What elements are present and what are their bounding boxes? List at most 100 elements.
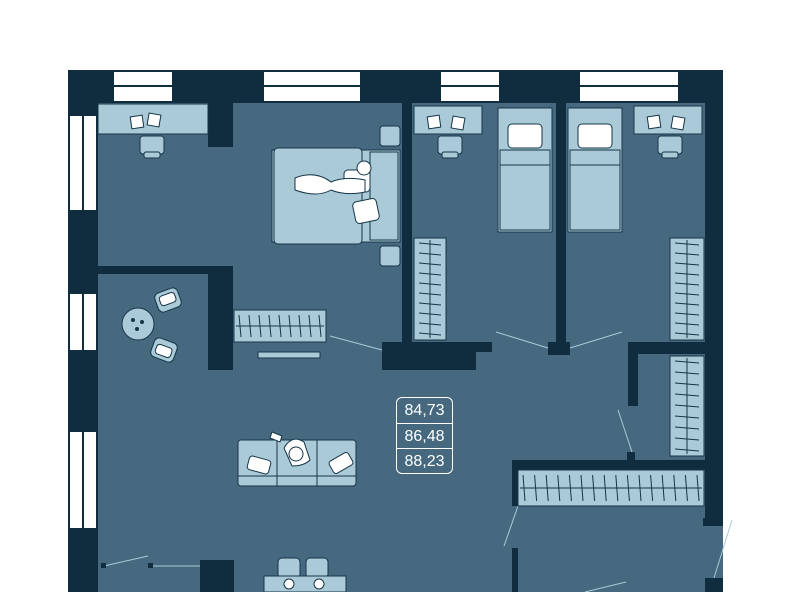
door-living-tv bbox=[329, 335, 383, 351]
door-lower-room bbox=[503, 505, 519, 547]
hanger-line bbox=[674, 262, 700, 266]
hanger-line bbox=[522, 474, 526, 502]
hanger-line bbox=[674, 415, 700, 419]
hanger-line bbox=[674, 426, 700, 430]
hanger-line bbox=[674, 448, 700, 452]
interior-walls bbox=[98, 103, 723, 592]
sofa-icon bbox=[237, 431, 357, 487]
armchair-icon bbox=[154, 287, 182, 313]
door-kids-left bbox=[495, 331, 549, 349]
area-value: 84,73 bbox=[404, 402, 445, 419]
hanger-line bbox=[258, 314, 262, 338]
hanger-line bbox=[674, 404, 700, 408]
hanger-line bbox=[418, 262, 442, 266]
desk-icon bbox=[97, 103, 209, 159]
wardrobe-icon bbox=[669, 355, 705, 457]
wall-living-right bbox=[208, 266, 233, 370]
wall-lower-room-left-2 bbox=[512, 548, 518, 592]
window-left-2 bbox=[70, 294, 96, 350]
hanger-line bbox=[418, 312, 442, 316]
window-left-1 bbox=[70, 116, 96, 210]
hanger-line bbox=[278, 314, 282, 338]
wall-lower-room-left bbox=[512, 460, 518, 506]
hanger-line bbox=[418, 292, 442, 296]
door-entrance bbox=[103, 555, 149, 567]
hanger-line bbox=[661, 474, 665, 502]
area-label: 84,73 86,48 88,23 bbox=[396, 397, 453, 474]
hanger-line bbox=[418, 302, 442, 306]
person-icon bbox=[294, 160, 372, 195]
chair-icon bbox=[437, 135, 463, 159]
hanger-line bbox=[674, 272, 700, 276]
hanger-line bbox=[638, 474, 642, 502]
hanger-line bbox=[418, 282, 442, 286]
wardrobe-icon bbox=[669, 237, 705, 341]
hanger-line bbox=[615, 474, 619, 502]
hanger-line bbox=[308, 314, 312, 338]
hanger-line bbox=[674, 371, 700, 375]
hanger-line bbox=[674, 302, 700, 306]
desk-icon bbox=[413, 105, 483, 159]
hanger-line bbox=[674, 312, 700, 316]
hanger-line bbox=[418, 242, 442, 246]
wall-door-post bbox=[627, 452, 635, 462]
hanger-line bbox=[626, 474, 630, 502]
wall-kids-divider bbox=[556, 103, 566, 353]
wall-bedroom-right bbox=[402, 103, 412, 363]
hanger-line bbox=[238, 314, 242, 338]
windows bbox=[70, 72, 678, 528]
apartment-floor bbox=[68, 70, 723, 592]
hanger-line bbox=[298, 314, 302, 338]
desk-icon bbox=[633, 105, 703, 159]
door-pin-2 bbox=[148, 563, 153, 568]
window-top-4 bbox=[580, 72, 678, 101]
area-value: 88,23 bbox=[397, 448, 452, 473]
hanger-line bbox=[288, 314, 292, 338]
hanger-line bbox=[674, 360, 700, 364]
hanger-line bbox=[674, 282, 700, 286]
hanger-line bbox=[674, 292, 700, 296]
wall-corner-bottom bbox=[705, 578, 723, 592]
hanger-line bbox=[696, 474, 700, 502]
hanger-line bbox=[674, 393, 700, 397]
dining-table-icon bbox=[263, 557, 347, 593]
door-right-bottom bbox=[713, 519, 733, 579]
hanger-line bbox=[268, 314, 272, 338]
hanger-line bbox=[674, 332, 700, 336]
wall-kids-left-block bbox=[382, 342, 476, 370]
double-bed-icon bbox=[271, 125, 401, 267]
window-top-1 bbox=[114, 72, 172, 101]
wall-kids-divider-stub bbox=[548, 342, 570, 355]
window-left-3 bbox=[70, 432, 96, 528]
hanger-line bbox=[592, 474, 596, 502]
wardrobe-icon bbox=[517, 469, 705, 507]
door-right-room bbox=[617, 409, 633, 453]
chair-icon bbox=[139, 135, 165, 159]
wall-right-bottom bbox=[703, 518, 723, 526]
doors bbox=[103, 331, 733, 593]
wall-top-stub bbox=[208, 103, 233, 147]
hanger-line bbox=[603, 474, 607, 502]
hanger-line bbox=[674, 252, 700, 256]
hanger-line bbox=[674, 242, 700, 246]
hanger-line bbox=[684, 474, 688, 502]
single-bed-icon bbox=[567, 107, 623, 233]
armchair-icon bbox=[150, 337, 178, 363]
hanger-line bbox=[418, 252, 442, 256]
hanger-line bbox=[673, 474, 677, 502]
door-pin-1 bbox=[101, 563, 106, 568]
chair-icon bbox=[657, 135, 683, 159]
wall-lower-room-top bbox=[512, 460, 713, 470]
round-table-icon bbox=[121, 307, 155, 341]
hanger-line bbox=[557, 474, 561, 502]
hanger-line bbox=[674, 382, 700, 386]
wardrobe-icon bbox=[233, 309, 327, 343]
tv-icon bbox=[257, 351, 321, 359]
hanger-line bbox=[674, 437, 700, 441]
wall-right-room-left bbox=[628, 342, 638, 406]
hanger-line bbox=[534, 474, 538, 502]
hanger-line bbox=[418, 272, 442, 276]
person-icon bbox=[269, 431, 311, 467]
